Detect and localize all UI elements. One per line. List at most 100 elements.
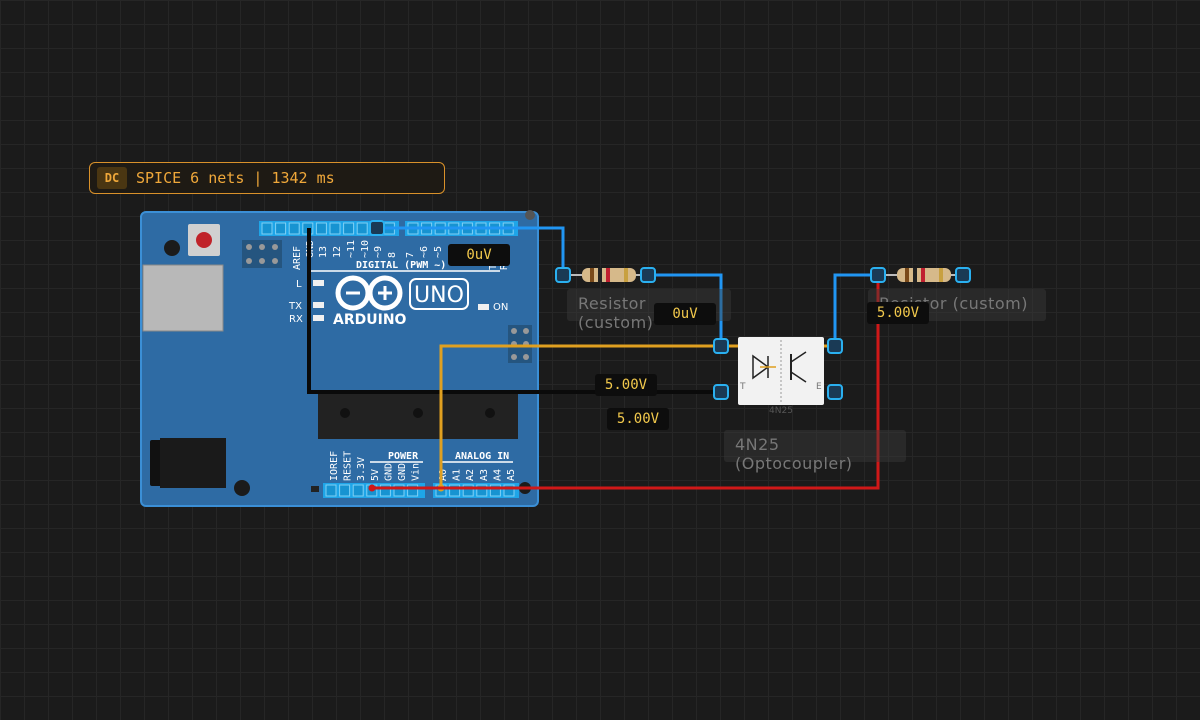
- voltage-probe-5v: 5.00V: [607, 408, 669, 430]
- led-l-icon: [313, 280, 324, 286]
- power-pin-socket[interactable]: [352, 484, 364, 497]
- arduino-infinity-logo-icon: [335, 275, 403, 311]
- digital-pin-socket[interactable]: [356, 222, 368, 235]
- simulation-status-bar: DC SPICE 6 nets | 1342 ms: [89, 162, 445, 194]
- resistor-1[interactable]: [563, 268, 648, 282]
- uno-logo-box: [409, 278, 469, 310]
- digital-pin-label: 7: [405, 252, 416, 258]
- opto-chip-text: 4N25: [769, 406, 793, 416]
- wire-red-5v-to-r2[interactable]: [368, 275, 880, 492]
- board-mark: [311, 486, 319, 492]
- digital-pin-label: ~11: [346, 240, 357, 258]
- digital-pin-socket[interactable]: [315, 222, 327, 235]
- pin-endpoint[interactable]: [955, 267, 971, 283]
- analog-pin-label: A4: [492, 469, 503, 481]
- power-pin-label: GND: [383, 463, 394, 481]
- wire-blue-r1-to-opto[interactable]: [648, 273, 723, 346]
- voltage-probe-r1: 0uV: [654, 303, 716, 325]
- dc-mode-badge: DC: [97, 167, 127, 189]
- digital-pin-socket[interactable]: [288, 222, 300, 235]
- analog-header-label: ANALOG IN: [455, 451, 509, 462]
- pin-endpoint[interactable]: [870, 267, 886, 283]
- digital-pin-socket[interactable]: [343, 222, 355, 235]
- voltage-probe-opto-emitter: 5.00V: [595, 374, 657, 396]
- power-pin-socket[interactable]: [407, 484, 419, 497]
- icsp-header-right: [508, 325, 532, 363]
- pin-endpoint[interactable]: [713, 384, 729, 400]
- simulation-status-text: SPICE 6 nets | 1342 ms: [136, 169, 335, 187]
- led-on-label: ON: [493, 302, 508, 313]
- opto-pin-a-label: T: [739, 382, 746, 392]
- pin-endpoint[interactable]: [555, 267, 571, 283]
- digital-pin-socket[interactable]: [261, 222, 273, 235]
- led-on-icon: [478, 304, 489, 310]
- led-rx-icon: [313, 315, 324, 321]
- reset-button-cap[interactable]: [196, 232, 212, 248]
- power-pin-label: GND: [397, 463, 408, 481]
- icsp-header: [242, 240, 282, 268]
- power-pin-label: Vin: [411, 463, 422, 481]
- digital-pin-label: ~9: [373, 246, 384, 258]
- digital-pin-label: ~6: [419, 246, 430, 258]
- optocoupler-4n25[interactable]: T E 4N25: [738, 337, 824, 416]
- wire-black-gnd-to-opto[interactable]: [307, 228, 721, 394]
- wire-blue-d9-to-r1[interactable]: [377, 226, 565, 275]
- pin-endpoint[interactable]: [827, 384, 843, 400]
- resistor-2[interactable]: [878, 268, 963, 282]
- analog-pin-socket[interactable]: [489, 484, 501, 497]
- analog-pin-label: A2: [465, 469, 476, 481]
- pin-endpoint[interactable]: [827, 338, 843, 354]
- power-pin-label: RESET: [343, 451, 354, 481]
- phototransistor-icon: [790, 351, 807, 383]
- digital-pin-label: ~10: [360, 240, 371, 258]
- power-pin-socket[interactable]: [325, 484, 337, 497]
- power-jack-body: [160, 438, 226, 488]
- power-pin-label: 5V: [370, 469, 381, 481]
- analog-pin-socket[interactable]: [462, 484, 474, 497]
- analog-pin-socket[interactable]: [476, 484, 488, 497]
- aref-label: AREF: [292, 246, 303, 270]
- digital-pin-label: 13: [318, 246, 329, 258]
- pin-endpoint[interactable]: [713, 338, 729, 354]
- resistor-1-label: Resistor (custom): [567, 289, 731, 332]
- analog-pin-label: A5: [506, 469, 517, 481]
- led-rx-label: RX: [289, 314, 303, 325]
- power-pin-socket[interactable]: [379, 484, 391, 497]
- power-pin-socket[interactable]: [339, 484, 351, 497]
- power-pin-label: 3.3V: [356, 457, 367, 481]
- power-header-label: POWER: [388, 451, 419, 462]
- analog-pin-socket[interactable]: [449, 484, 461, 497]
- pin-endpoints[interactable]: [369, 220, 971, 400]
- usb-connector: [142, 264, 224, 332]
- digital-pin-label: ~5: [433, 246, 444, 258]
- digital-pin-socket[interactable]: [329, 222, 341, 235]
- power-pin-label: IOREF: [329, 451, 340, 481]
- power-pin-socket[interactable]: [393, 484, 405, 497]
- mounting-hole: [525, 210, 535, 220]
- analog-pin-label: A0: [438, 469, 449, 481]
- digital-pin-socket[interactable]: [275, 222, 287, 235]
- led-l-label: L: [296, 279, 302, 290]
- analog-pin-label: A1: [452, 469, 463, 481]
- led-tx-label: TX: [288, 301, 302, 312]
- uno-logo-text: UNO: [414, 283, 464, 308]
- led-tx-icon: [313, 302, 324, 308]
- opto-pin-e-label: E: [816, 382, 822, 392]
- mounting-hole: [164, 240, 180, 256]
- digital-header-label: DIGITAL (PWM ~): [356, 260, 446, 271]
- atmega-chip: [318, 393, 518, 439]
- digital-pin-label: 12: [332, 246, 343, 258]
- arduino-brand-text: ARDUINO: [333, 312, 407, 328]
- voltage-probe-d9: 0uV: [448, 244, 510, 266]
- pin-endpoint[interactable]: [369, 220, 385, 236]
- digital-pin-label: 8: [387, 252, 398, 258]
- optocoupler-label: 4N25 (Optocoupler): [724, 430, 906, 473]
- analog-pin-socket[interactable]: [503, 484, 515, 497]
- analog-pin-label: A3: [479, 469, 490, 481]
- wire-blue-opto-to-r2[interactable]: [833, 273, 878, 346]
- pin-endpoint[interactable]: [640, 267, 656, 283]
